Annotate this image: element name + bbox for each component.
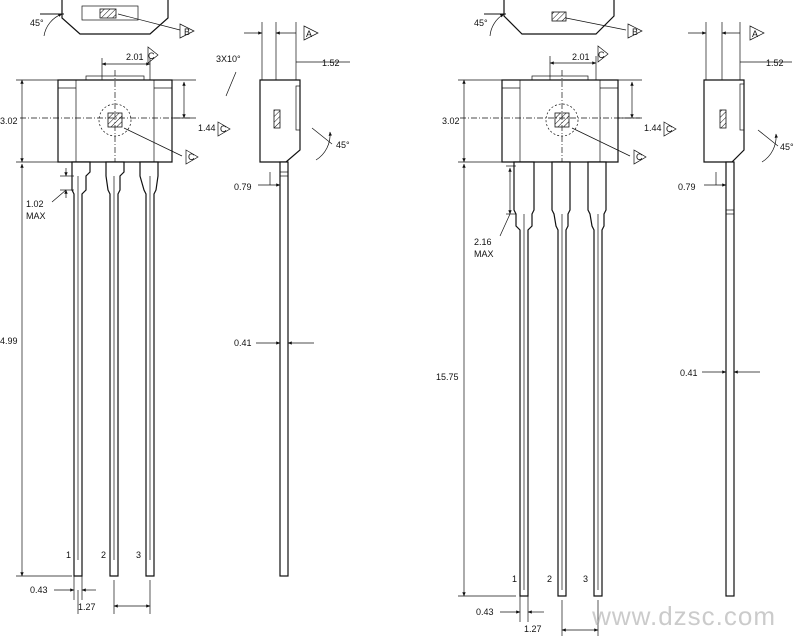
right-side-chamfer: 45°: [780, 142, 794, 152]
right-side-thickness: 1.52: [766, 58, 784, 68]
right-leads: [513, 161, 607, 597]
right-pin-3: 3: [583, 574, 588, 584]
right-lead-length: 15.75: [436, 372, 459, 382]
right-front-view: 2.01 C C 3.02 1.44 C: [436, 45, 677, 636]
left-top-view: 45° B: [30, 0, 195, 39]
left-sensor-offset: 1.44: [198, 123, 216, 133]
left-pin-1: 1: [66, 550, 71, 560]
right-side-lead-thickness: 0.41: [680, 368, 698, 378]
right-center-ref-c: C: [636, 152, 643, 162]
left-side-lead-offset: 0.79: [234, 182, 252, 192]
left-side-thickness: 1.52: [322, 58, 340, 68]
right-pin-1: 1: [512, 574, 517, 584]
right-pin-2: 2: [547, 574, 552, 584]
left-side-ref-a: A: [306, 29, 312, 39]
left-pin-3: 3: [136, 550, 141, 560]
right-lead-width: 0.43: [476, 607, 494, 617]
right-pitch: 1.27: [524, 624, 542, 634]
right-ref-b: B: [632, 27, 638, 37]
left-pitch: 1.27: [78, 602, 96, 612]
left-top-angle: 45°: [30, 18, 44, 28]
right-side-lead-offset: 0.79: [678, 182, 696, 192]
left-center-ref-c: C: [188, 152, 195, 162]
left-leads: [71, 161, 159, 577]
left-pin-2: 2: [101, 550, 106, 560]
left-side-angle: 3X10°: [216, 54, 241, 64]
left-lead-length: 4.99: [0, 336, 18, 346]
left-side-view: A 3X10° 1.52 45° 0.79 0.41: [216, 22, 350, 577]
right-top-view: 45° B: [474, 0, 643, 39]
right-sensor-offset: 1.44: [644, 123, 662, 133]
left-front-view: 2.01 C C 3.02: [0, 46, 231, 614]
left-side-chamfer: 45°: [336, 140, 350, 150]
right-height-body: 3.02: [442, 116, 460, 126]
left-lead-max: 1.02: [26, 199, 44, 209]
right-lead-max-suffix: MAX: [474, 249, 494, 259]
left-ref-b: B: [184, 27, 190, 37]
right-side-view: A 1.52 45° 0.79 0.41: [678, 22, 794, 597]
left-height-body: 3.02: [0, 116, 18, 126]
left-side-lead-thickness: 0.41: [234, 338, 252, 348]
right-side-ref-a: A: [752, 29, 758, 39]
left-lead-max-suffix: MAX: [26, 211, 46, 221]
right-lead-max: 2.16: [474, 237, 492, 247]
right-width-body: 2.01: [572, 52, 590, 62]
site-watermark: www.dzsc.com: [592, 601, 776, 631]
left-width-ref: C: [148, 51, 155, 61]
left-package: 45° B 2.01 C: [0, 0, 350, 614]
left-width-body: 2.01: [126, 52, 144, 62]
left-sensor-ref: C: [220, 124, 227, 134]
left-lead-width: 0.43: [30, 585, 48, 595]
right-package: 45° B 2.01 C C: [436, 0, 794, 636]
right-width-ref: C: [598, 50, 605, 60]
right-top-angle: 45°: [474, 18, 488, 28]
right-sensor-ref: C: [666, 124, 673, 134]
